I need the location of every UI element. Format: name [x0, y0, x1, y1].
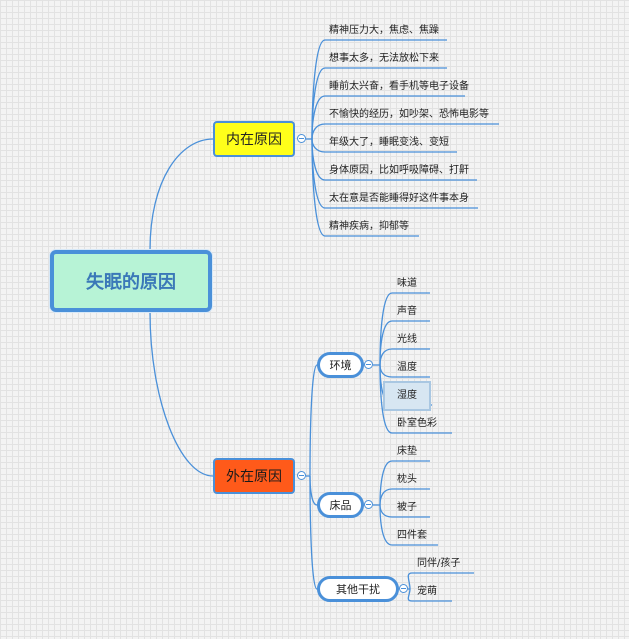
connector-internal-leaf-2: [311, 67, 447, 140]
env-leaf-temperature[interactable]: 温度: [397, 362, 417, 373]
other-leaf-pet[interactable]: 宠萌: [417, 586, 437, 597]
connector-external-bedding: [309, 475, 318, 506]
connector-env-leaf-2: [379, 320, 430, 366]
env-leaf-light[interactable]: 光线: [397, 334, 417, 345]
topic-internal-causes[interactable]: 内在原因: [213, 121, 295, 157]
env-leaf-smell[interactable]: 味道: [397, 278, 417, 289]
subtopic-bedding[interactable]: 床品: [317, 492, 364, 518]
connector-env-leaf-3: [379, 348, 430, 366]
bedding-leaf-bedding-set[interactable]: 四件套: [397, 530, 427, 541]
internal-leaf-1[interactable]: 精神压力大，焦虑、焦躁: [329, 25, 439, 36]
root-topic[interactable]: 失眠的原因: [50, 250, 212, 312]
connector-internal-leaf-4: [311, 123, 499, 140]
connector-root-internal: [149, 138, 214, 251]
subtopic-other-disturbance[interactable]: 其他干扰: [317, 576, 399, 602]
internal-leaf-6[interactable]: 身体原因，比如呼吸障碍、打鼾: [329, 165, 469, 176]
env-leaf-sound[interactable]: 声音: [397, 306, 417, 317]
connector-other-leaf-2: [407, 588, 452, 602]
connector-bedding-leaf-2: [379, 488, 430, 506]
internal-leaf-7[interactable]: 太在意是否能睡得好这件事本身: [329, 193, 469, 204]
connector-external-environment: [309, 364, 318, 477]
internal-leaf-5[interactable]: 年级大了，睡眠变浅、变短: [329, 137, 449, 148]
connector-bedding-leaf-1: [379, 460, 430, 506]
internal-leaf-4[interactable]: 不愉快的经历，如吵架、恐怖电影等: [329, 109, 489, 120]
connector-env-leaf-6: [379, 364, 452, 434]
bedding-leaf-mattress[interactable]: 床垫: [397, 446, 417, 457]
env-leaf-bedroom-color[interactable]: 卧室色彩: [397, 418, 437, 429]
connector-internal-leaf-3: [311, 95, 465, 140]
collapse-bedding-icon[interactable]: [364, 500, 373, 509]
subtopic-environment[interactable]: 环境: [317, 352, 364, 378]
topic-external-causes[interactable]: 外在原因: [213, 458, 295, 494]
connector-root-external: [149, 311, 214, 477]
collapse-internal-icon[interactable]: [297, 134, 306, 143]
bedding-leaf-quilt[interactable]: 被子: [397, 502, 417, 513]
other-leaf-partner-child[interactable]: 同伴/孩子: [417, 558, 461, 569]
connector-other-leaf-1: [407, 572, 474, 590]
connector-bedding-leaf-4: [379, 504, 438, 546]
internal-leaf-2[interactable]: 想事太多，无法放松下来: [329, 53, 439, 64]
connector-env-leaf-1: [379, 292, 430, 366]
bedding-leaf-pillow[interactable]: 枕头: [397, 474, 417, 485]
env-leaf-humidity-selected[interactable]: 湿度: [383, 381, 431, 411]
connector-external-other: [309, 475, 318, 590]
collapse-external-icon[interactable]: [297, 471, 306, 480]
internal-leaf-8[interactable]: 精神疾病，抑郁等: [329, 221, 409, 232]
connector-internal-leaf-8: [311, 138, 419, 237]
collapse-environment-icon[interactable]: [364, 360, 373, 369]
collapse-other-icon[interactable]: [399, 584, 408, 593]
internal-leaf-3[interactable]: 睡前太兴奋，看手机等电子设备: [329, 81, 469, 92]
